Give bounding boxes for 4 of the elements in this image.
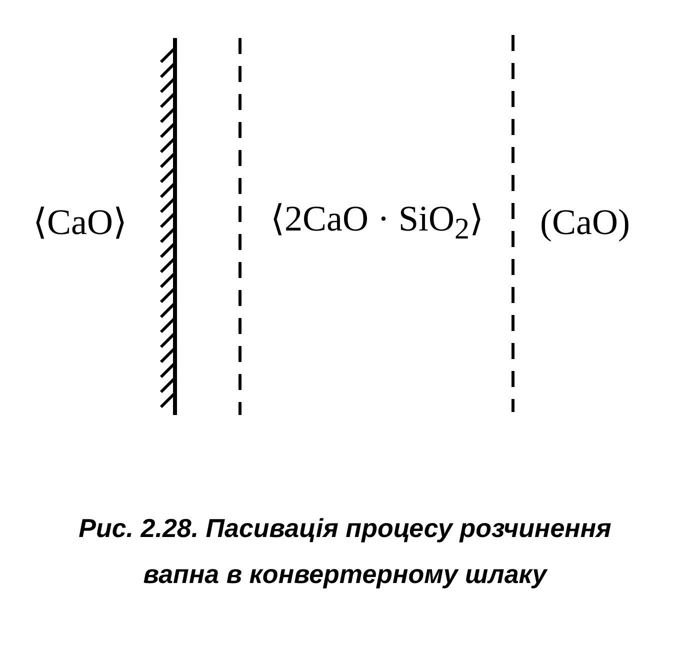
formula-label: (CaO)	[540, 201, 630, 243]
figure-caption: Рис. 2.28. Пасивація процесу розчинення вапна в конвертерному шлаку	[78, 512, 612, 591]
formula-label: ⟨2CaO · SiO$_{2}$⟩	[270, 197, 484, 247]
formula-label: ⟨CaO⟩	[33, 201, 127, 243]
